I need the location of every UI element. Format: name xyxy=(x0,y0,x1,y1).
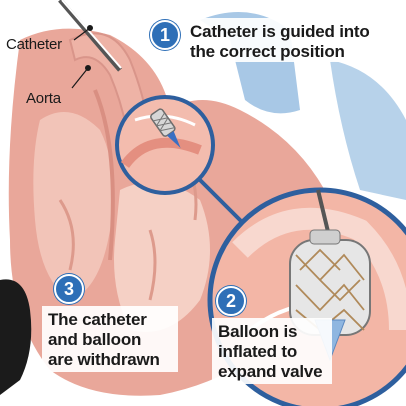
step-3-line-2: and balloon xyxy=(48,330,142,349)
dark-edge-shape xyxy=(0,279,32,395)
heart-inner-left xyxy=(33,112,114,300)
small-magnifier-content xyxy=(120,137,202,169)
right-vessel xyxy=(330,60,406,200)
aorta-pointer xyxy=(71,67,89,89)
step-3-badge: 3 xyxy=(54,274,84,304)
catheter-label: Catheter xyxy=(6,36,62,53)
heart-septum xyxy=(93,89,115,261)
magnifier-connector xyxy=(198,178,247,227)
aorta-label: Aorta xyxy=(26,90,61,107)
heart-inner-center xyxy=(114,182,210,332)
step-1-line-1: Catheter is guided into xyxy=(190,22,370,41)
step-2-textbox: Balloon is inflated to expand valve xyxy=(212,318,332,384)
catheter-wire xyxy=(58,0,122,72)
step-2-line-3: expand valve xyxy=(218,362,323,381)
step-1-badge: 1 xyxy=(150,20,180,50)
catheter-pointer xyxy=(73,27,91,41)
step-1-textbox: Catheter is guided into the correct posi… xyxy=(186,18,396,62)
step-2-line-1: Balloon is xyxy=(218,322,298,341)
step-1-line-2: the correct position xyxy=(190,42,345,61)
step-3-textbox: The catheter and balloon are withdrawn xyxy=(42,306,178,372)
step-3-line-1: The catheter xyxy=(48,310,147,329)
step-3-line-3: are withdrawn xyxy=(48,350,160,369)
step-2-badge: 2 xyxy=(216,286,246,316)
balloon-valve-icon xyxy=(289,229,371,362)
step-2-line-2: inflated to xyxy=(218,342,298,361)
catheter-wire-highlight xyxy=(61,0,122,69)
large-magnifier-vessel xyxy=(232,207,406,331)
stent-valve-icon xyxy=(150,108,181,149)
